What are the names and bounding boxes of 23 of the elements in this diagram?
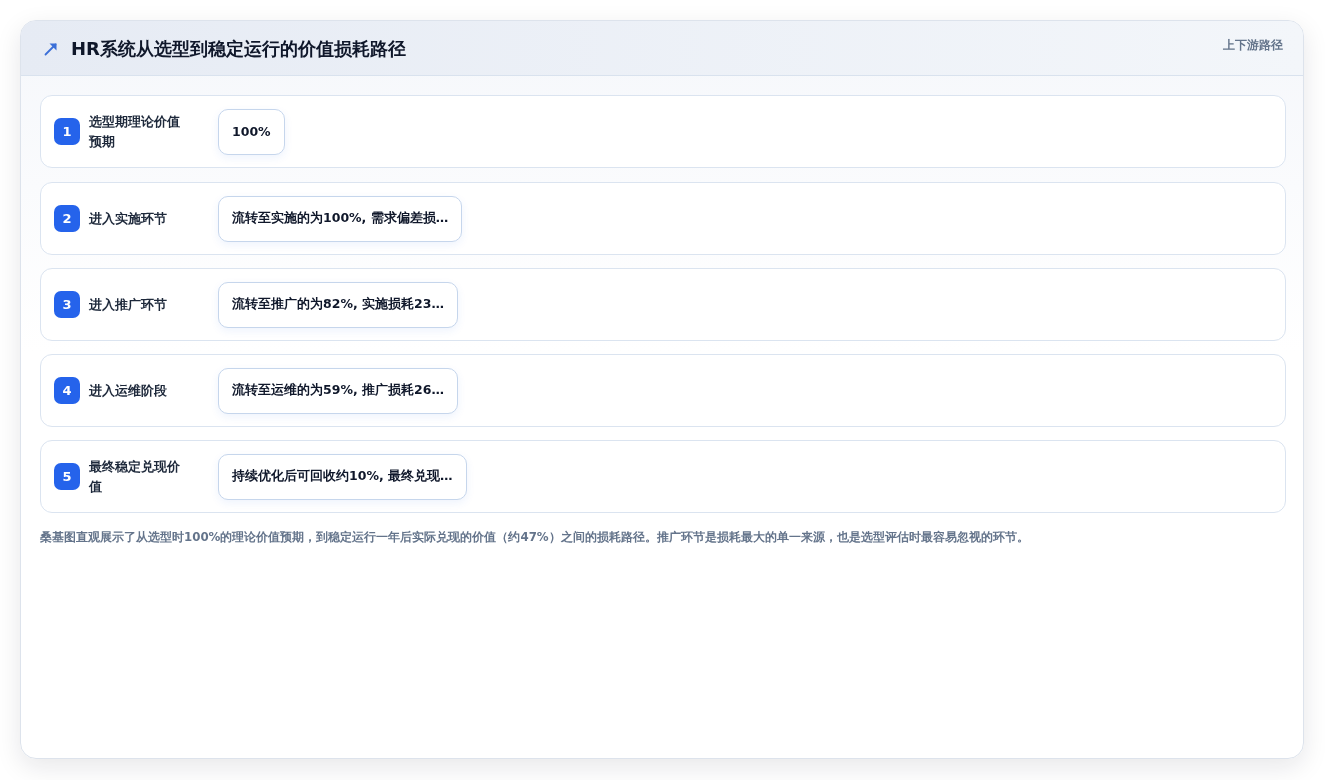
step-label: 进入推广环节: [89, 295, 168, 314]
step-label: 选型期理论价值预期: [89, 112, 181, 151]
step-label: 进入实施环节: [89, 209, 168, 228]
step-number: 2: [54, 205, 80, 232]
step-number: 3: [54, 291, 80, 318]
step-value: 持续优化后可回收约10%, 最终兑现…: [218, 453, 467, 500]
header-note: 上下游路径: [1223, 37, 1283, 53]
step-row: [40, 268, 1286, 341]
step-value: 流转至推广的为82%, 实施损耗23…: [218, 281, 458, 328]
step-value: 流转至实施的为100%, 需求偏差损…: [218, 195, 463, 242]
step-row: [40, 182, 1286, 255]
step-number: 5: [54, 463, 80, 490]
caption-text: 桑基图直观展示了从选型时100%的理论价值预期，到稳定运行一年后实际兑现的价值（约47%）之间的损耗路径。推广环节是损耗最大的单一来源，也是选型评估时最容易忽视的环节。: [40, 529, 1029, 545]
step-row: [40, 95, 1286, 168]
step-label: 最终稳定兑现价值: [89, 457, 181, 496]
step-number: 4: [54, 377, 80, 404]
step-number: 1: [54, 118, 80, 145]
card-title: HR系统从选型到稳定运行的价值损耗路径: [71, 37, 406, 61]
step-row: [40, 354, 1286, 427]
step-value: 100%: [218, 108, 285, 155]
step-value: 流转至运维的为59%, 推广损耗26…: [218, 367, 458, 414]
step-row: [40, 440, 1286, 513]
step-label: 进入运维阶段: [89, 381, 168, 400]
